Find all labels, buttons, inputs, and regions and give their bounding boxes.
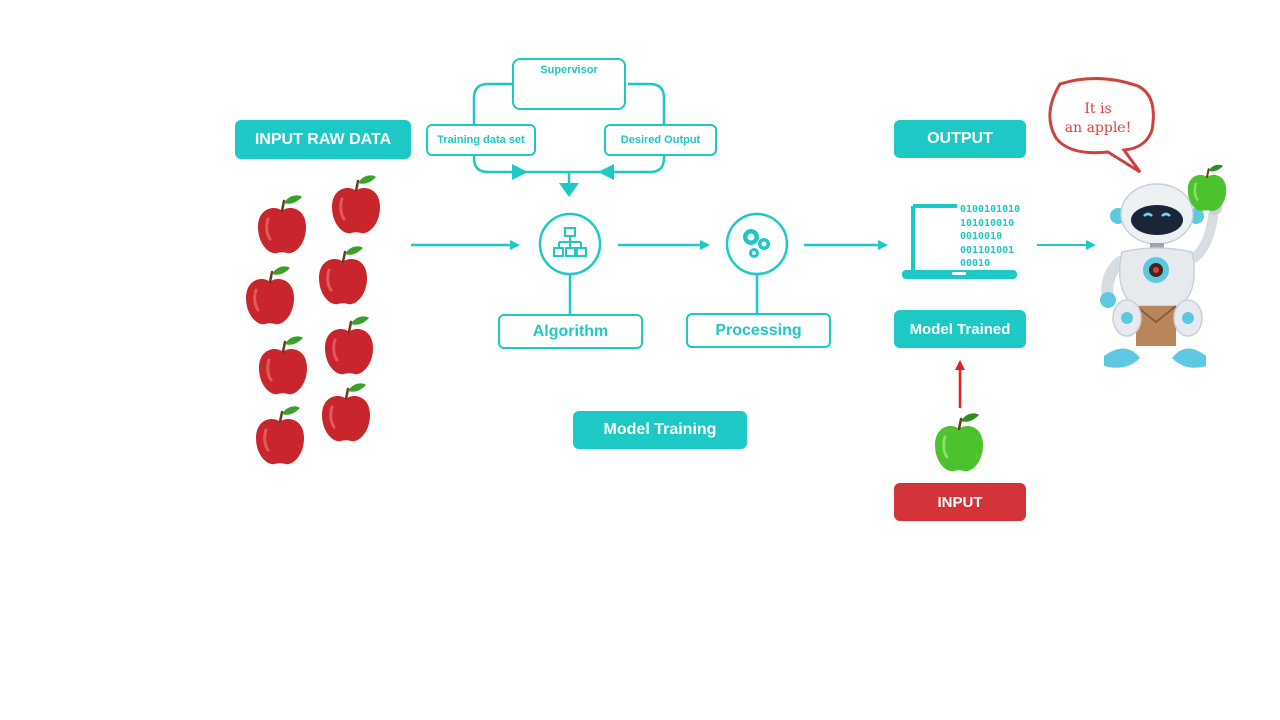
binary-line: 0100101010 [960, 204, 1021, 215]
apple-icon [254, 404, 306, 466]
algorithm-node [538, 212, 602, 316]
input-label: INPUT [894, 483, 1026, 521]
output-label: OUTPUT [894, 120, 1026, 158]
apple-icon [320, 381, 372, 443]
input-apple-icon [933, 411, 985, 473]
model-trained-label: Model Trained [894, 310, 1026, 348]
apple-icon [330, 173, 382, 235]
arrow-right-icon [512, 164, 528, 180]
speech-bubble-text: It is an apple! [1058, 100, 1138, 138]
apple-icon [317, 244, 369, 306]
apple-icon [244, 264, 296, 326]
robot-icon [1100, 183, 1222, 368]
raw-apples [244, 173, 382, 466]
supervisor-box: Supervisor [512, 58, 626, 110]
desired-output-label: Desired Output [604, 124, 717, 156]
supervisor-label: Supervisor [540, 64, 598, 76]
binary-output-text: 0100101010 101010010 0010010 001101001 0… [960, 203, 1020, 271]
processing-label: Processing [686, 313, 831, 348]
binary-line: 0010010 [960, 231, 1003, 242]
arrow-down-icon [559, 183, 579, 197]
gears-icon [743, 229, 770, 258]
speech-line: an apple! [1064, 120, 1132, 136]
hierarchy-icon [553, 227, 587, 257]
binary-line: 001101001 [960, 244, 1015, 256]
speech-line: It is [1084, 101, 1112, 117]
apple-icon [256, 193, 308, 255]
apple-icon [323, 314, 375, 376]
binary-line: 00010 [960, 258, 991, 269]
binary-line: 101010010 [960, 217, 1015, 229]
apple-icon [257, 334, 309, 396]
arrow-left-icon [598, 164, 614, 180]
processing-node [725, 212, 789, 314]
laptop-icon [902, 204, 1017, 279]
speech-bubble [1048, 76, 1155, 174]
held-apple-icon [1186, 163, 1228, 213]
input-raw-data-label: INPUT RAW DATA [235, 120, 411, 159]
training-data-set-label: Training data set [426, 124, 536, 156]
algorithm-label: Algorithm [498, 314, 643, 349]
model-training-label: Model Training [573, 411, 747, 449]
